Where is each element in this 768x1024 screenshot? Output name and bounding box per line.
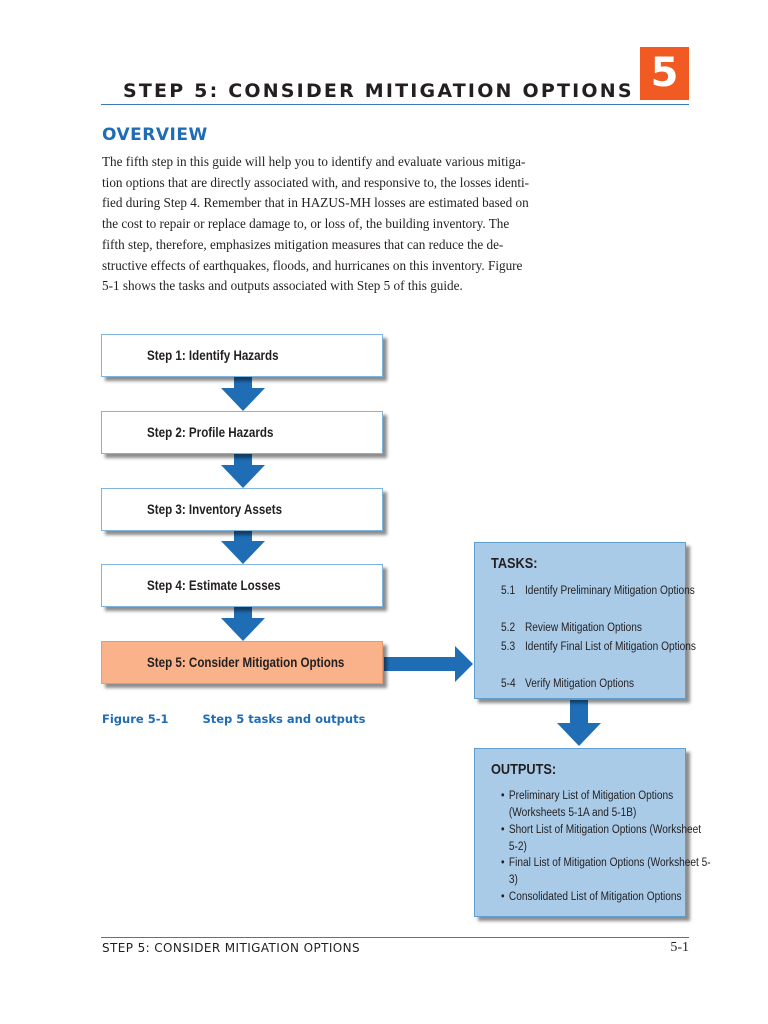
task-item: 5.3 Identify Final List of Mitigation Op… bbox=[501, 638, 696, 657]
task-number: 5.3 bbox=[501, 641, 516, 653]
output-text: Preliminary List of Mitigation Options (… bbox=[508, 790, 674, 819]
page-number: 5-1 bbox=[670, 940, 689, 955]
output-item: • Short List of Mitigation Options (Work… bbox=[501, 822, 712, 855]
flow-step-2: Step 2: Profile Hazards bbox=[101, 411, 383, 454]
overview-line: structive effects of earthquakes, floods… bbox=[102, 257, 523, 273]
outputs-panel: OUTPUTS: • Preliminary List of Mitigatio… bbox=[474, 748, 711, 917]
footer-section-title: STEP 5: CONSIDER MITIGATION OPTIONS bbox=[102, 941, 361, 955]
flow-step-label: Step 1: Identify Hazards bbox=[147, 348, 279, 363]
output-item: • Consolidated List of Mitigation Option… bbox=[501, 889, 712, 906]
chapter-badge: 5 bbox=[640, 47, 689, 100]
task-number: 5.2 bbox=[501, 622, 516, 634]
flow-step-5-current: Step 5: Consider Mitigation Options bbox=[101, 641, 383, 684]
task-item: 5.2 Review Mitigation Options bbox=[501, 619, 677, 638]
task-number: 5.1 bbox=[501, 585, 516, 597]
bullet-icon: • bbox=[501, 891, 505, 903]
down-arrow-icon bbox=[557, 700, 601, 746]
output-text: Short List of Mitigation Options (Worksh… bbox=[508, 824, 702, 853]
header-rule bbox=[101, 104, 689, 105]
figure-number: Figure 5-1 bbox=[102, 712, 169, 726]
down-arrow-icon bbox=[221, 607, 265, 641]
down-arrow-icon bbox=[221, 377, 265, 411]
overview-line: 5-1 shows the tasks and outputs associat… bbox=[102, 278, 463, 294]
figure-caption: Figure 5-1 Step 5 tasks and outputs bbox=[102, 712, 365, 726]
overview-line: the cost to repair or replace damage to,… bbox=[102, 216, 510, 232]
flow-step-1: Step 1: Identify Hazards bbox=[101, 334, 383, 377]
output-text: Consolidated List of Mitigation Options bbox=[508, 891, 682, 903]
overview-heading: OVERVIEW bbox=[102, 125, 208, 145]
task-text: Identify Final List of Mitigation Option… bbox=[525, 641, 697, 653]
page-title: STEP 5: CONSIDER MITIGATION OPTIONS bbox=[123, 80, 634, 102]
bullet-icon: • bbox=[501, 790, 505, 802]
task-text: Identify Preliminary Mitigation Options bbox=[525, 585, 695, 597]
outputs-heading: OUTPUTS: bbox=[491, 761, 557, 778]
overview-line: tion options that are directly associate… bbox=[102, 174, 530, 190]
down-arrow-icon bbox=[221, 530, 265, 564]
overview-line: fied during Step 4. Remember that in HAZ… bbox=[102, 195, 529, 211]
output-text: Final List of Mitigation Options (Worksh… bbox=[508, 857, 711, 886]
footer-rule bbox=[101, 937, 689, 938]
bullet-icon: • bbox=[501, 857, 505, 869]
overview-line: The fifth step in this guide will help y… bbox=[102, 154, 526, 169]
task-number: 5-4 bbox=[501, 678, 516, 690]
bullet-icon: • bbox=[501, 824, 505, 836]
overview-paragraph: The fifth step in this guide will help y… bbox=[102, 152, 564, 297]
output-item: • Final List of Mitigation Options (Work… bbox=[501, 855, 712, 888]
flow-step-label: Step 5: Consider Mitigation Options bbox=[147, 655, 345, 670]
overview-line: fifth step, therefore, emphasizes mitiga… bbox=[102, 236, 504, 252]
task-text: Review Mitigation Options bbox=[525, 622, 642, 634]
flow-step-label: Step 3: Inventory Assets bbox=[147, 502, 283, 517]
task-item: 5-4 Verify Mitigation Options bbox=[501, 675, 677, 694]
flow-step-label: Step 2: Profile Hazards bbox=[147, 425, 274, 440]
flow-step-4: Step 4: Estimate Losses bbox=[101, 564, 383, 607]
flow-step-label: Step 4: Estimate Losses bbox=[147, 578, 281, 593]
flow-step-3: Step 3: Inventory Assets bbox=[101, 488, 383, 531]
right-arrow-icon bbox=[384, 646, 473, 682]
task-item: 5.1 Identify Preliminary Mitigation Opti… bbox=[501, 582, 695, 601]
down-arrow-icon bbox=[221, 454, 265, 488]
figure-title: Step 5 tasks and outputs bbox=[202, 712, 366, 726]
output-item: • Preliminary List of Mitigation Options… bbox=[501, 788, 712, 821]
task-text: Verify Mitigation Options bbox=[525, 678, 635, 690]
tasks-panel: TASKS: 5.1 Identify Preliminary Mitigati… bbox=[474, 542, 696, 699]
tasks-heading: TASKS: bbox=[491, 555, 538, 572]
